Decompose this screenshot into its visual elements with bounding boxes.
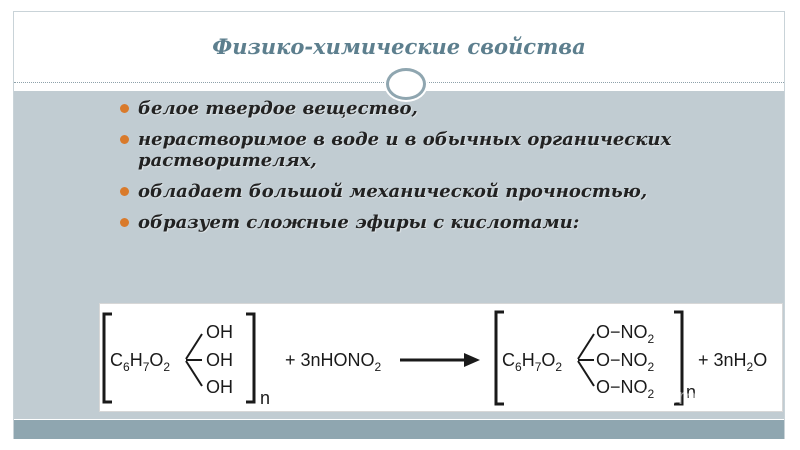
bullet-item: обладает большой механической прочностью…: [120, 181, 760, 202]
right-core-formula: C6H7O2: [502, 350, 562, 374]
bullet-text: нерастворимое в воде и в обычных органич…: [138, 129, 672, 171]
right-group: O−NO2: [596, 322, 655, 346]
right-group: O−NO2: [596, 377, 655, 401]
arrow-head-icon: [464, 353, 480, 367]
left-core-formula: C6H7O2: [110, 350, 170, 374]
left-group: OH: [206, 322, 233, 342]
left-group: OH: [206, 377, 233, 397]
bond-line: [185, 333, 203, 360]
bullet-item: нерастворимое в воде и в обычных органич…: [120, 129, 760, 171]
bullet-dot-icon: [120, 135, 129, 144]
product-formula: + 3nH2O: [698, 350, 767, 374]
bullet-text: обладает большой механической прочностью…: [138, 181, 648, 202]
bullet-list: белое твердое вещество, нерастворимое в …: [120, 98, 760, 243]
right-bracket-open: [494, 310, 504, 406]
bullet-dot-icon: [120, 187, 129, 196]
bullet-item: белое твердое вещество,: [120, 98, 760, 119]
bond-line: [577, 333, 595, 360]
bullet-text: образует сложные эфиры с кислотами:: [138, 212, 580, 233]
reaction-formula-svg: C6H7O2 OH OH OH n + 3nHONO2 C6H7O2 O−NO2…: [102, 310, 767, 408]
right-subscript: n: [686, 382, 696, 402]
bullet-text: белое твердое вещество,: [138, 98, 418, 119]
right-bracket-close: [674, 310, 684, 406]
right-group: O−NO2: [596, 350, 655, 374]
watermark-text: fppt.com: [612, 384, 697, 409]
left-group: OH: [206, 350, 233, 370]
bullet-item: образует сложные эфиры с кислотами:: [120, 212, 760, 233]
left-bracket-close: [246, 312, 256, 404]
reaction-formula: C6H7O2 OH OH OH n + 3nHONO2 C6H7O2 O−NO2…: [99, 303, 783, 412]
ring-ornament-icon: [386, 68, 426, 100]
bullet-dot-icon: [120, 218, 129, 227]
footer-bar: [14, 420, 784, 439]
bullet-dot-icon: [120, 104, 129, 113]
left-subscript: n: [260, 388, 270, 408]
reagent-formula: + 3nHONO2: [285, 350, 382, 374]
bond-line: [577, 360, 595, 387]
bond-line: [185, 360, 203, 387]
left-bracket-open: [102, 312, 112, 404]
slide-title: Физико-химические свойства: [212, 34, 586, 59]
